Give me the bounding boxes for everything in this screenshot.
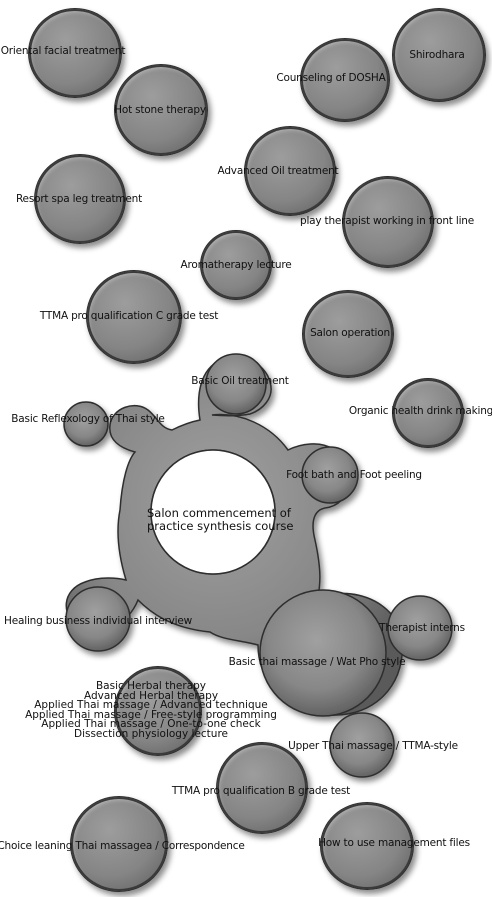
label-aromatherapy: Aromatherapy lecture — [180, 259, 292, 271]
bubble-oriental-facial — [28, 8, 122, 98]
herbal-group-labels: Basic Herbal therapy Advanced Herbal the… — [25, 680, 277, 740]
label-counseling-dosha: Counseling of DOSHA — [276, 72, 386, 84]
bubble-counseling-dosha — [300, 38, 390, 122]
label-organic-drink: Organic health drink making — [348, 405, 492, 417]
herbal-item-4: Applied Thai massage / Free-style progra… — [25, 708, 277, 721]
label-ttma-c: TTMA pro qualification C grade test — [39, 310, 219, 322]
label-hot-stone: Hot stone therapy — [114, 104, 206, 116]
herbal-item-2: Advanced Herbal therapy — [83, 689, 219, 702]
bubble-resort-spa-leg — [34, 154, 126, 244]
herbal-item-3: Applied Thai massage / Advanced techniqu… — [34, 699, 268, 711]
label-therapist-interns: Therapist interns — [379, 622, 465, 634]
bubble-ttma-b — [216, 742, 308, 834]
bubble-play-therapist — [342, 176, 434, 268]
bubble-ttma-c — [86, 270, 182, 364]
bubble-organic-drink — [392, 378, 464, 448]
label-foot-bath: Foot bath and Foot peeling — [286, 469, 422, 481]
bubble-advanced-oil — [244, 126, 336, 216]
bubble-management-files — [320, 802, 414, 890]
label-management-files: How to use management files — [318, 837, 470, 849]
label-choice-leaning: Choice leaning Thai massagea / Correspon… — [0, 840, 245, 852]
herbal-item-6: Dissection physiology lecture — [73, 727, 228, 740]
label-advanced-oil: Advanced Oil treatment — [217, 165, 339, 177]
bubble-choice-leaning — [70, 796, 168, 892]
herbal-item-1: Basic Herbal therapy — [95, 680, 207, 692]
label-basic-oil: Basic Oil treatment — [191, 375, 289, 387]
label-oriental-facial: Oriental facial treatment — [0, 45, 126, 57]
bubble-salon-operation — [302, 290, 394, 378]
label-upper-thai: Upper Thai massage / TTMA-style — [288, 740, 458, 752]
center-title-line-2: practice synthesis course — [147, 519, 294, 533]
label-basic-reflexology: Basic Reflexology of Thai style — [11, 413, 165, 425]
label-salon-operation: Salon operation — [310, 327, 390, 339]
center-title: Salon commencement of practice synthesis… — [147, 507, 293, 533]
label-basic-thai: Basic thai massage / Wat Pho style — [228, 656, 406, 668]
label-ttma-b: TTMA pro qualification B grade test — [171, 785, 351, 797]
bubble-herbal-group — [114, 666, 202, 756]
bubble-hot-stone — [114, 64, 208, 156]
label-healing-business: Healing business individual interview — [4, 615, 192, 627]
center-title-line-1: Salon commencement of — [147, 506, 291, 520]
bubble-aromatherapy — [200, 230, 272, 300]
herbal-item-5: Applied Thai massage / One-to-one check — [41, 718, 261, 730]
label-play-therapist: play therapist working in front line — [299, 215, 475, 227]
label-resort-spa-leg: Resort spa leg treatment — [15, 193, 143, 205]
label-shirodhara: Shirodhara — [409, 49, 465, 61]
bubble-shirodhara — [392, 8, 486, 102]
